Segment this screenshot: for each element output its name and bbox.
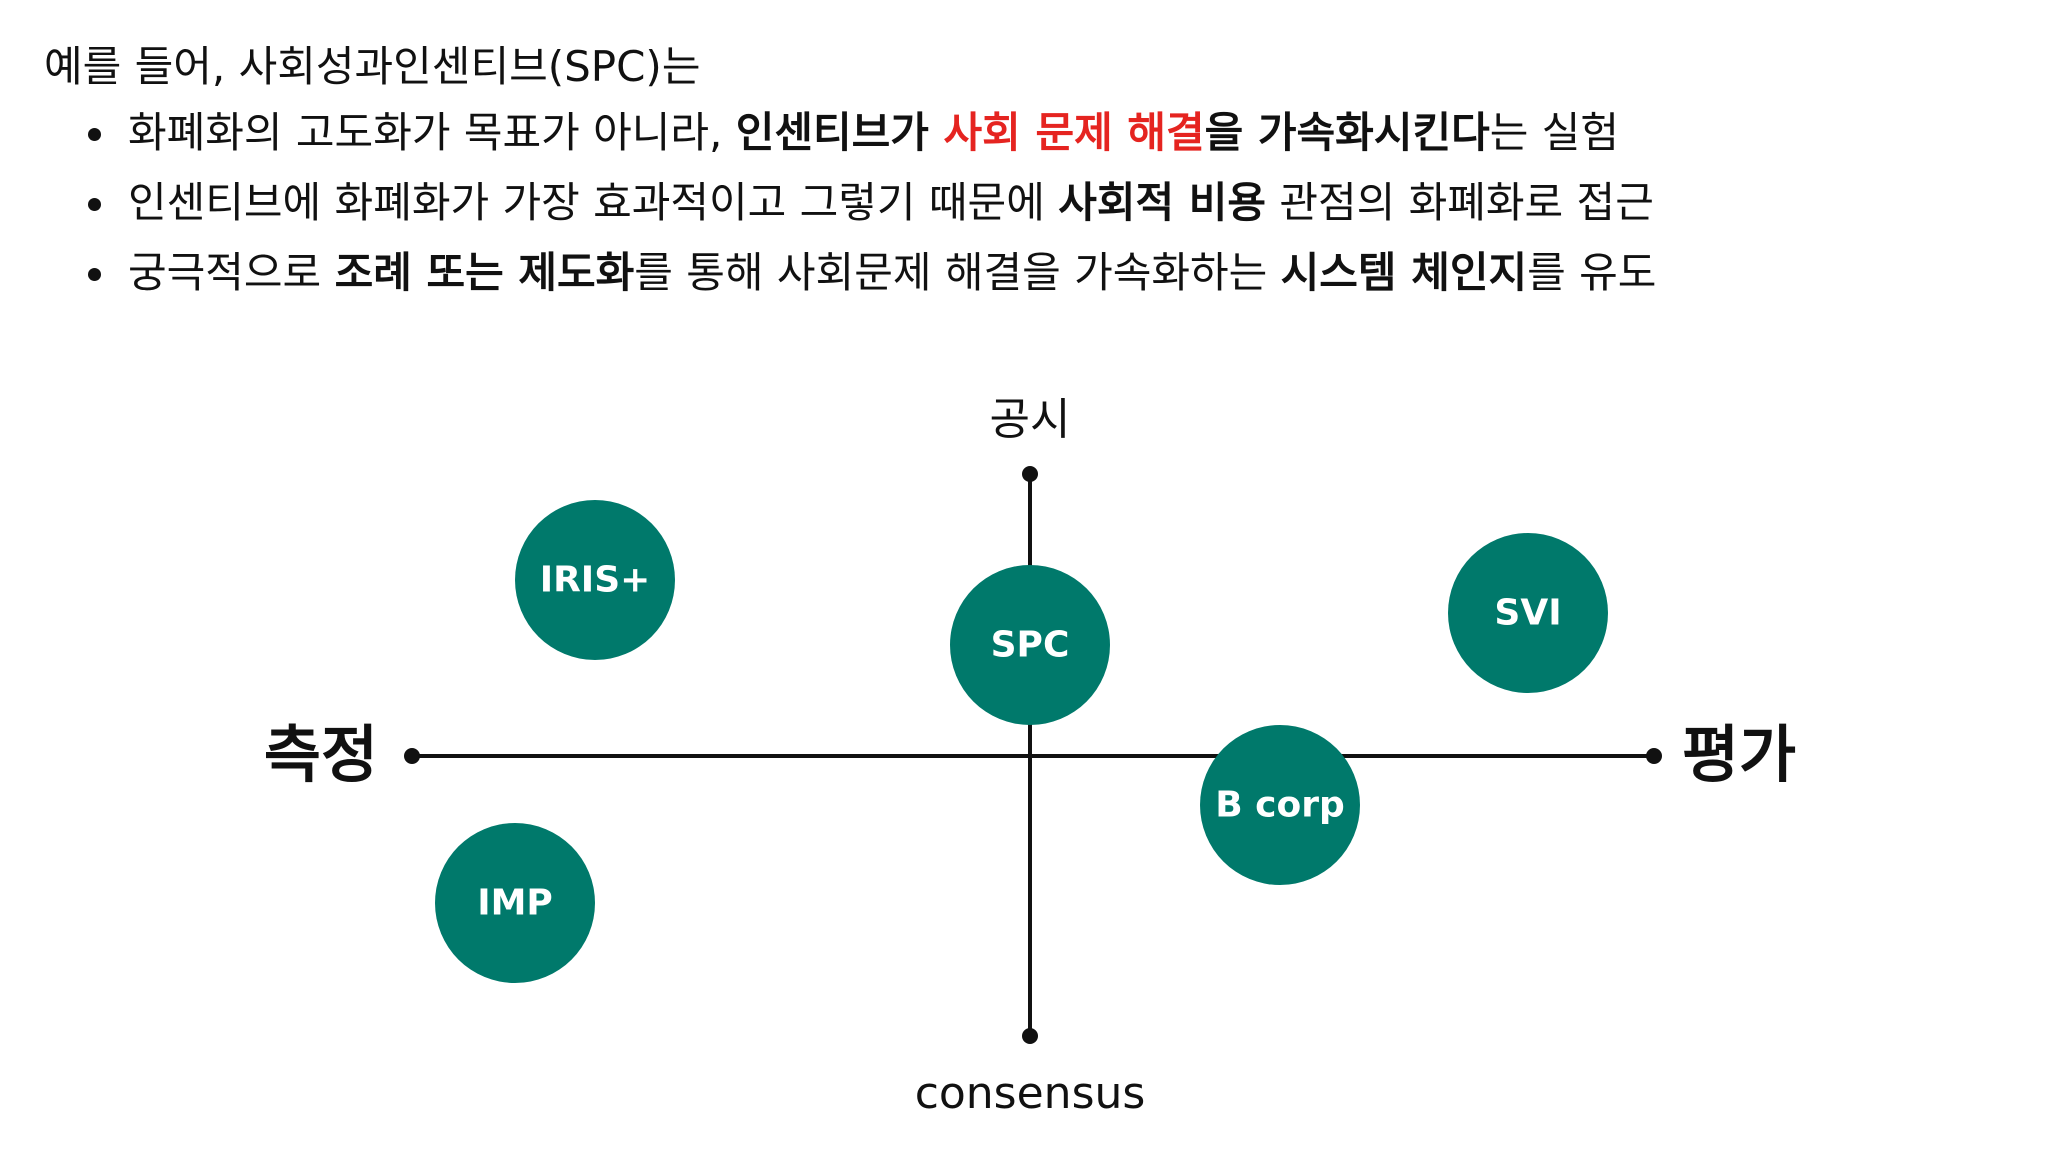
bullet-3-part-4: 시스템 체인지 <box>1280 248 1528 297</box>
bullet-item-1: 화폐화의 고도화가 목표가 아니라, 인센티브가 사회 문제 해결을 가속화시킨… <box>88 104 1656 174</box>
bullet-3-part-1: 궁극적으로 <box>128 248 335 297</box>
bullet-2-part-3: 관점의 화폐화로 접근 <box>1266 178 1654 227</box>
axis-endpoint-right <box>1646 748 1662 764</box>
bullet-1-highlight: 사회 문제 해결 <box>943 108 1205 157</box>
bullet-1-part-4: 을 가속화시킨다 <box>1204 108 1490 157</box>
node-label: SPC <box>991 625 1070 666</box>
bullet-2-part-1: 인센티브에 화폐화가 가장 효과적이고 그렇기 때문에 <box>128 178 1059 227</box>
node-label: IRIS+ <box>540 560 651 601</box>
bullet-2-part-2: 사회적 비용 <box>1058 178 1267 227</box>
axis-label-bottom: consensus <box>915 1068 1146 1119</box>
bullet-1-part-1: 화폐화의 고도화가 목표가 아니라, <box>128 108 736 157</box>
bullet-dot <box>88 198 101 211</box>
node-label: B corp <box>1215 785 1345 826</box>
node-imp: IMP <box>435 823 595 983</box>
node-svi: SVI <box>1448 533 1608 693</box>
bullet-item-3: 궁극적으로 조례 또는 제도화를 통해 사회문제 해결을 가속화하는 시스템 체… <box>88 244 1656 314</box>
node-iris-plus: IRIS+ <box>515 500 675 660</box>
bullet-3-part-5: 를 유도 <box>1527 248 1657 297</box>
axis-label-top: 공시 <box>990 394 1071 445</box>
bullet-list: 화폐화의 고도화가 목표가 아니라, 인센티브가 사회 문제 해결을 가속화시킨… <box>88 104 1656 314</box>
node-label: IMP <box>477 883 553 924</box>
axis-endpoint-top <box>1022 466 1038 482</box>
bullet-dot <box>88 268 101 281</box>
bullet-3-part-2: 조례 또는 제도화 <box>334 248 635 297</box>
axis-endpoint-left <box>404 748 420 764</box>
bullet-item-2: 인센티브에 화폐화가 가장 효과적이고 그렇기 때문에 사회적 비용 관점의 화… <box>88 174 1656 244</box>
axis-label-left: 측정 <box>264 718 378 791</box>
axis-label-right: 평가 <box>1682 718 1796 791</box>
bullet-1-part-2: 인센티브가 <box>735 108 944 157</box>
node-b-corp: B corp <box>1200 725 1360 885</box>
axis-endpoint-bottom <box>1022 1028 1038 1044</box>
node-spc: SPC <box>950 565 1110 725</box>
intro-text: 예를 들어, 사회성과인센티브(SPC)는 <box>44 42 701 91</box>
bullet-3-part-3: 를 통해 사회문제 해결을 가속화하는 <box>634 248 1281 297</box>
bullet-1-part-5: 는 실험 <box>1489 108 1620 157</box>
node-label: SVI <box>1494 593 1561 634</box>
bullet-dot <box>88 128 101 141</box>
